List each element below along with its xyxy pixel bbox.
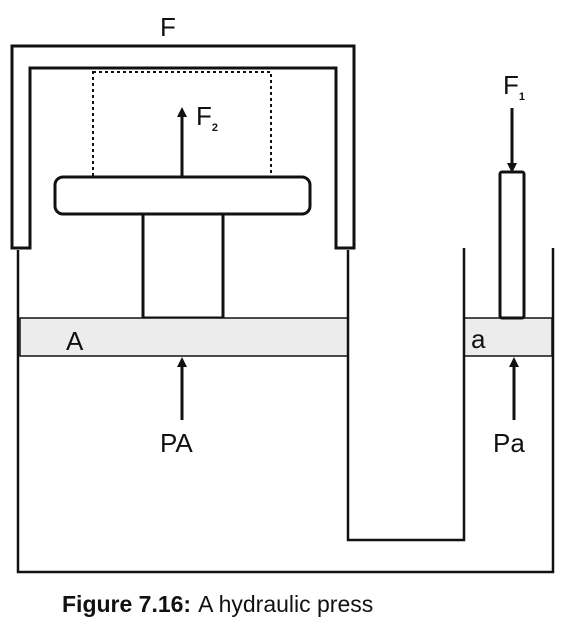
figure-caption-text: A hydraulic press bbox=[198, 591, 373, 617]
lift-force-label: F2 bbox=[196, 101, 218, 134]
press-platform bbox=[53, 175, 312, 216]
top-force-label: F bbox=[160, 12, 176, 42]
figure-caption: Figure 7.16: A hydraulic press bbox=[62, 591, 373, 617]
small-force-label-sub: 1 bbox=[519, 91, 525, 103]
large-pressure-force-label: PA bbox=[160, 428, 193, 458]
small-area-label: a bbox=[471, 324, 486, 354]
small-force-label: F1 bbox=[503, 70, 525, 103]
figure-caption-number: Figure 7.16: bbox=[62, 591, 191, 617]
small-piston-rod bbox=[498, 170, 526, 320]
lift-force-label-sub: 2 bbox=[212, 122, 218, 134]
container-walls bbox=[16, 248, 555, 574]
large-piston-fluid-band bbox=[19, 317, 349, 357]
lift-force-label-main: F bbox=[196, 101, 212, 131]
press-frame bbox=[10, 44, 356, 250]
large-area-label: A bbox=[66, 326, 84, 356]
small-force-label-main: F bbox=[503, 70, 519, 100]
small-pressure-force-label: Pa bbox=[493, 428, 525, 458]
large-piston-stem bbox=[141, 212, 225, 320]
